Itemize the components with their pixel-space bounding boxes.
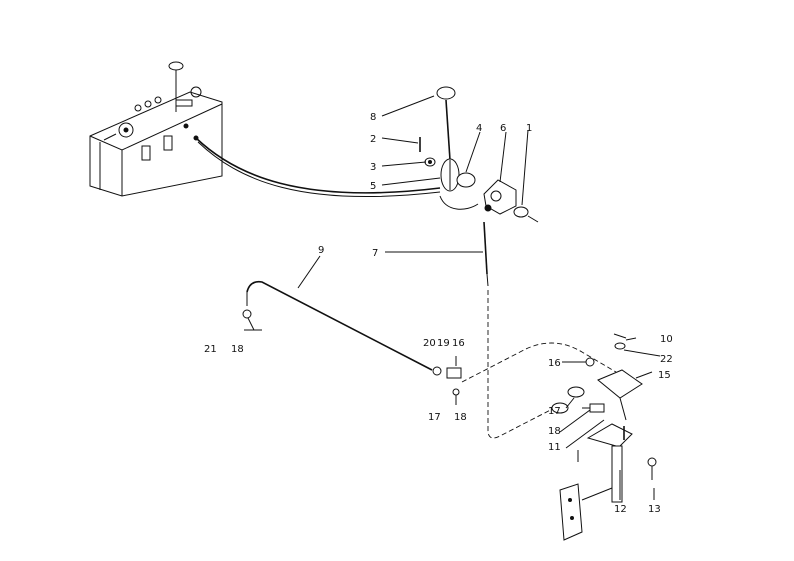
label-part-13: 13	[648, 504, 661, 515]
dashed-routing-1	[487, 290, 567, 439]
rod-end-hardware	[432, 356, 462, 405]
label-part-17-a: 17	[548, 406, 561, 417]
label-part-6: 6	[500, 123, 506, 134]
label-part-19: 19	[437, 338, 450, 349]
label-part-7: 7	[372, 248, 378, 259]
label-part-4: 4	[476, 123, 482, 134]
lever-bracket-assembly	[551, 333, 657, 541]
label-part-22: 22	[660, 354, 673, 365]
label-part-2: 2	[370, 134, 376, 145]
label-part-9: 9	[318, 245, 324, 256]
label-part-12: 12	[614, 504, 627, 515]
label-part-8: 8	[370, 112, 376, 123]
leader-lines	[297, 95, 661, 500]
part-labels: 1 2 3 4 5 6 7 8 9 10 11 12 13 15 16 16 1…	[204, 112, 673, 515]
label-part-18-c: 18	[231, 344, 244, 355]
label-part-10: 10	[660, 334, 673, 345]
label-part-3: 3	[370, 162, 376, 173]
label-part-18-b: 18	[454, 412, 467, 423]
label-part-20: 20	[423, 338, 436, 349]
label-part-1: 1	[526, 123, 532, 134]
label-part-16-b: 16	[452, 338, 465, 349]
throttle-control-assembly	[419, 86, 539, 287]
control-rod	[242, 280, 433, 371]
label-part-17-b: 17	[428, 412, 441, 423]
dashboard-panel	[89, 61, 223, 197]
label-part-11: 11	[548, 442, 561, 453]
throttle-cable	[195, 137, 441, 194]
label-part-16-a: 16	[548, 358, 561, 369]
label-part-15: 15	[658, 370, 671, 381]
label-part-18-a: 18	[548, 426, 561, 437]
label-part-21: 21	[204, 344, 217, 355]
dashed-routing-2	[461, 342, 617, 383]
label-part-5: 5	[370, 181, 376, 192]
